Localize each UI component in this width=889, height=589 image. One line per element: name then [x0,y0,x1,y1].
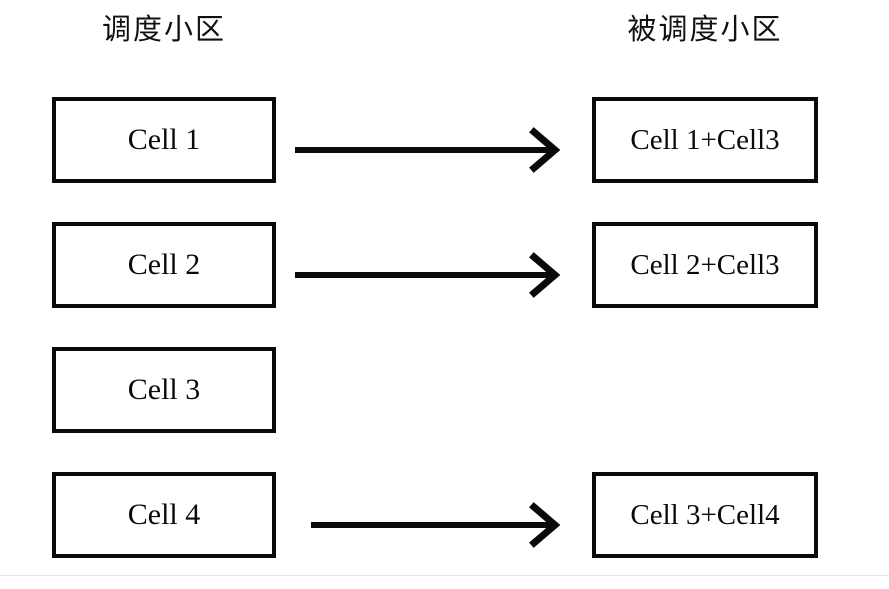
cell-box-right-3: Cell 3+Cell4 [592,472,818,558]
column-header-scheduling-cells: 调度小区 [101,14,226,46]
cell-box-label: Cell 4 [127,498,201,531]
footer-divider [0,575,889,576]
cell-box-left-2: Cell 2 [52,222,276,308]
arrow-right-icon-2 [295,252,561,298]
arrow-right-icon-1 [295,127,561,173]
cell-box-left-1: Cell 1 [52,97,276,183]
cell-box-right-1: Cell 1+Cell3 [592,97,818,183]
column-header-scheduled-cells: 被调度小区 [627,14,783,46]
cell-box-label: Cell 3 [127,373,201,406]
cell-box-left-3: Cell 3 [52,347,276,433]
cell-box-label: Cell 3+Cell4 [630,498,780,531]
cell-box-label: Cell 1 [127,123,201,156]
cell-box-left-4: Cell 4 [52,472,276,558]
cell-box-label: Cell 2+Cell3 [630,248,780,281]
cell-box-label: Cell 2 [127,248,201,281]
cell-box-right-2: Cell 2+Cell3 [592,222,818,308]
arrow-right-icon-3 [311,502,561,548]
cell-box-label: Cell 1+Cell3 [630,123,780,156]
